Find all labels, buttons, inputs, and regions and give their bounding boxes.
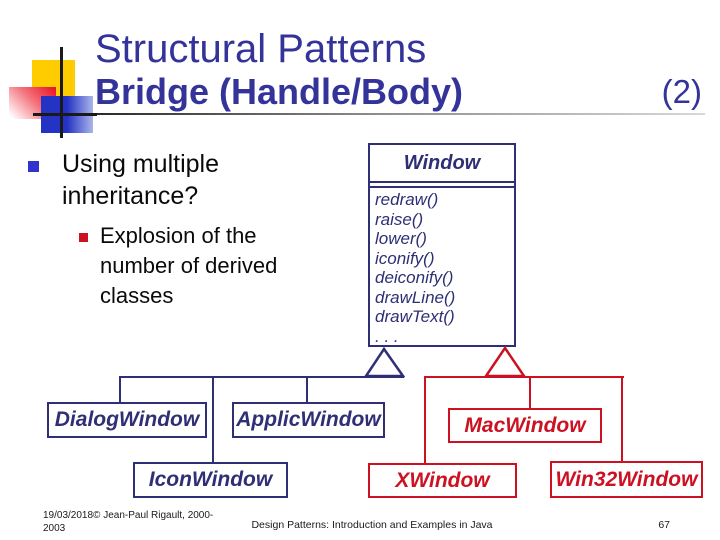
uml-method-list: redraw() raise() lower() iconify() deico… (370, 188, 514, 346)
uml-method: raise() (375, 209, 424, 229)
uml-applicwindow-class-box: ApplicWindow (232, 402, 385, 438)
footer-page-number: 67 (658, 519, 670, 531)
red-connector-drop-win32 (621, 376, 623, 462)
uml-method: deiconify() (375, 268, 454, 287)
uml-compartment-separator (370, 183, 514, 188)
slide-subtitle: Bridge (Handle/Body) (95, 71, 464, 112)
red-connector-drop-mac (529, 376, 531, 408)
uml-class-name: Window (370, 145, 514, 183)
uml-method: lower() (375, 229, 427, 248)
sub-bullet-square-icon (79, 233, 88, 242)
uml-method: drawLine() (375, 287, 456, 307)
uml-method: iconify() (375, 248, 435, 268)
bullet-main-text: Using multiple inheritance? (62, 150, 220, 210)
footer-copyright-line2: 2003 (43, 522, 66, 534)
uml-dialogwindow-class-box: DialogWindow (47, 402, 207, 438)
decor-horizontal-line (33, 113, 97, 116)
slide-part-number: (2) (661, 73, 702, 110)
footer-course-title: Design Patterns: Introduction and Exampl… (251, 519, 493, 531)
bullet-sub-text: Explosion of the number of derived class… (100, 223, 278, 308)
title-underline (97, 113, 705, 115)
uml-method-ellipsis: . . . (375, 326, 399, 346)
blue-connector-drop-icon (212, 376, 214, 462)
red-connector-drop-xwindow (424, 376, 426, 463)
blue-connector-horizontal (119, 376, 404, 378)
footer-copyright-line1: 19/03/2018© Jean-Paul Rigault, 2000- (43, 510, 214, 521)
blue-connector-drop-dialog (119, 376, 121, 402)
blue-connector-drop-applic (306, 376, 308, 402)
blue-inheritance-arrow-icon (364, 347, 405, 378)
bullet-square-icon (28, 161, 39, 172)
slide-title: Structural Patterns (95, 27, 427, 71)
uml-method: redraw() (375, 190, 439, 209)
red-inheritance-arrow-icon (483, 346, 527, 378)
uml-win32window-class-box: Win32Window (550, 461, 703, 498)
uml-method: drawText() (375, 307, 455, 326)
uml-window-class-box: Window redraw() raise() lower() iconify(… (368, 143, 516, 347)
uml-macwindow-class-box: MacWindow (448, 408, 602, 443)
footer-copyright: 19/03/2018© Jean-Paul Rigault, 2000- 200… (43, 510, 243, 535)
uml-xwindow-class-box: XWindow (368, 463, 517, 498)
decor-vertical-line (60, 47, 63, 138)
uml-iconwindow-class-box: IconWindow (133, 462, 288, 498)
